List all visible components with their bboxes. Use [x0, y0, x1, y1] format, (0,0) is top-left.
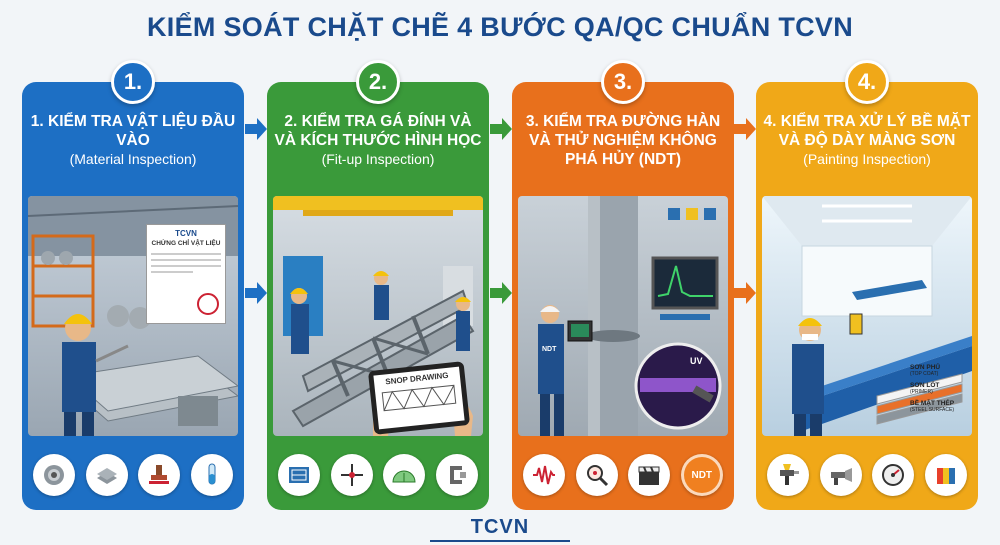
layer-top-coat-name: SƠN PHỦ — [910, 364, 941, 371]
waveform-icon — [523, 454, 566, 496]
step-3-tools: NDT — [512, 440, 734, 510]
uv-label: UV — [690, 356, 703, 366]
blast-nozzle-icon — [819, 454, 862, 496]
gauge-icon — [872, 454, 915, 496]
layer-steel-sub: (STEEL SURFACE) — [910, 407, 954, 413]
magnifier-icon — [575, 454, 618, 496]
color-swatch-icon — [924, 454, 967, 496]
test-tube-icon — [190, 454, 233, 496]
arrow-right-icon — [490, 282, 512, 304]
seal-stamp-icon — [197, 293, 219, 315]
step-4-badge: 4. — [845, 60, 889, 104]
step-3-title: 3. KIỂM TRA ĐƯỜNG HÀN VÀ THỬ NGHIỆM KHÔN… — [525, 113, 721, 168]
certificate-brand: TCVN — [175, 229, 197, 238]
step-1-panel: 1. KIỂM TRA VẬT LIỆU ĐẦU VÀO (Material I… — [22, 60, 244, 510]
arrow-right-icon — [734, 282, 756, 304]
drawing-tablet: SNOP DRAWING — [367, 361, 471, 435]
painting-booth-scene — [762, 196, 972, 436]
step-2-illustration: SNOP DRAWING — [273, 196, 483, 436]
crosshair-icon — [330, 454, 373, 496]
step-1-badge: 1. — [111, 60, 155, 104]
steel-sheets-icon — [85, 454, 128, 496]
step-4-subtitle: (Painting Inspection) — [803, 151, 931, 167]
layer-top-coat-sub: (TOP COAT) — [910, 371, 939, 377]
step-1-header: 1. KIỂM TRA VẬT LIỆU ĐẦU VÀO (Material I… — [22, 82, 244, 196]
step-2-subtitle: (Fit-up Inspection) — [321, 151, 435, 167]
blueprint-icon — [278, 454, 321, 496]
arrow-right-icon — [245, 118, 267, 140]
stamp-icon — [138, 454, 181, 496]
warehouse-scene — [28, 196, 238, 436]
step-1-illustration: TCVN CHỨNG CHỈ VẬT LIỆU — [28, 196, 238, 436]
step-3-illustration: NDT UV — [518, 196, 728, 436]
ndt-badge-text: NDT — [691, 469, 713, 481]
layer-primer: SƠN LÓT (PRIMER) — [910, 382, 939, 396]
certificate-title: CHỨNG CHỈ VẬT LIỆU — [151, 240, 221, 247]
coil-icon — [33, 454, 76, 496]
arrow-right-icon — [245, 282, 267, 304]
step-1-subtitle: (Material Inspection) — [69, 151, 197, 167]
step-3-badge: 3. — [601, 60, 645, 104]
step-2-tools — [267, 440, 489, 510]
layer-primer-name: SƠN LÓT — [910, 382, 940, 389]
step-2-title: 2. KIỂM TRA GÁ ĐÍNH VÀ VÀ KÍCH THƯỚC HÌN… — [274, 113, 482, 149]
ndt-inspection-scene — [538, 196, 722, 436]
spray-gun-icon — [767, 454, 810, 496]
step-4-panel: 4. KIỂM TRA XỬ LÝ BỀ MẶT VÀ ĐỘ DÀY MÀNG … — [756, 60, 978, 510]
step-4-header: 4. KIỂM TRA XỬ LÝ BỀ MẶT VÀ ĐỘ DÀY MÀNG … — [756, 82, 978, 196]
step-3-panel: 3. KIỂM TRA ĐƯỜNG HÀN VÀ THỬ NGHIỆM KHÔN… — [512, 60, 734, 510]
footer-divider — [430, 540, 570, 542]
ndt-badge-icon: NDT — [680, 454, 723, 496]
footer-logo: TCVN — [470, 516, 530, 538]
clamp-icon — [435, 454, 478, 496]
step-2-header: 2. KIỂM TRA GÁ ĐÍNH VÀ VÀ KÍCH THƯỚC HÌN… — [267, 82, 489, 196]
protractor-icon — [383, 454, 426, 496]
layer-steel-surface: BỀ MẶT THÉP (STEEL SURFACE) — [910, 400, 954, 414]
arrow-right-icon — [734, 118, 756, 140]
step-3-header: 3. KIỂM TRA ĐƯỜNG HÀN VÀ THỬ NGHIỆM KHÔN… — [512, 82, 734, 196]
layer-primer-sub: (PRIMER) — [910, 389, 933, 395]
step-2-panel: 2. KIỂM TRA GÁ ĐÍNH VÀ VÀ KÍCH THƯỚC HÌN… — [267, 60, 489, 510]
layer-top-coat: SƠN PHỦ (TOP COAT) — [910, 364, 940, 378]
arrow-right-icon — [490, 118, 512, 140]
material-certificate: TCVN CHỨNG CHỈ VẬT LIỆU — [146, 224, 226, 324]
step-4-illustration: SƠN PHỦ (TOP COAT) SƠN LÓT (PRIMER) BỀ M… — [762, 196, 972, 436]
truss-drawing — [381, 384, 457, 412]
layer-steel-name: BỀ MẶT THÉP — [910, 400, 955, 407]
clapperboard-icon — [628, 454, 671, 496]
step-4-title: 4. KIỂM TRA XỬ LÝ BỀ MẶT VÀ ĐỘ DÀY MÀNG … — [763, 113, 971, 149]
step-4-tools — [756, 440, 978, 510]
page-title: KIỂM SOÁT CHẶT CHẼ 4 BƯỚC QA/QC CHUẨN TC… — [146, 12, 854, 42]
ndt-vest-label: NDT — [542, 346, 557, 353]
step-1-tools — [22, 440, 244, 510]
step-1-title: 1. KIỂM TRA VẬT LIỆU ĐẦU VÀO — [30, 113, 236, 149]
steps-container: 1. KIỂM TRA VẬT LIỆU ĐẦU VÀO (Material I… — [22, 60, 978, 510]
step-2-badge: 2. — [356, 60, 400, 104]
